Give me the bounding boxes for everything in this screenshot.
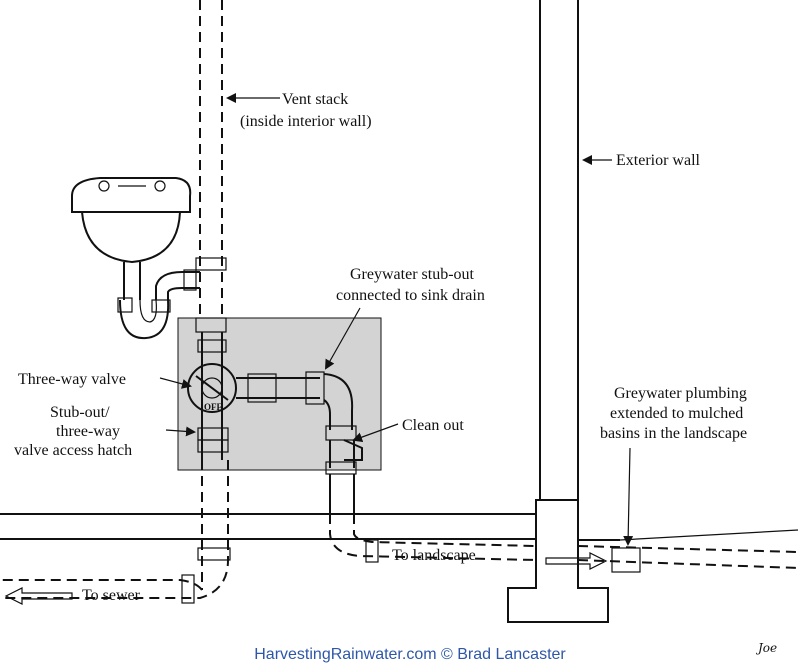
- exterior-wall-label: Exterior wall: [616, 152, 701, 169]
- plumbing-label-1: Greywater plumbing: [614, 385, 747, 402]
- landscape-line: [329, 514, 798, 573]
- stubout-label: Greywater stub-out: [350, 266, 475, 283]
- stubout-sublabel: connected to sink drain: [336, 287, 485, 304]
- floor-lines: [0, 513, 536, 540]
- exterior-wall: [507, 0, 609, 623]
- leader-arrows: [159, 93, 634, 546]
- footer-credit: HarvestingRainwater.com © Brad Lancaster: [254, 646, 566, 663]
- hatch-label-1: Stub-out/: [50, 404, 110, 421]
- hatch-label-3: valve access hatch: [14, 442, 132, 459]
- sink: [71, 177, 200, 340]
- plumbing-label-3: basins in the landscape: [600, 425, 747, 442]
- vent-stack-sublabel: (inside interior wall): [240, 113, 372, 130]
- valve-off-label: OFF: [204, 402, 222, 412]
- clean-out-label: Clean out: [402, 417, 464, 434]
- access-hatch-panel: [177, 317, 382, 471]
- plumbing-label-2: extended to mulched: [610, 405, 743, 422]
- hatch-label-2: three-way: [56, 423, 120, 440]
- sewer-drain: [0, 460, 231, 605]
- vent-stack-label: Vent stack: [282, 91, 348, 108]
- three-way-valve-label: Three-way valve: [18, 371, 126, 388]
- artist-signature: Joe: [755, 641, 777, 655]
- to-sewer-label: To sewer: [82, 587, 141, 604]
- greywater-stubout-pipe: [236, 371, 363, 514]
- to-landscape-label: To landscape: [392, 547, 476, 564]
